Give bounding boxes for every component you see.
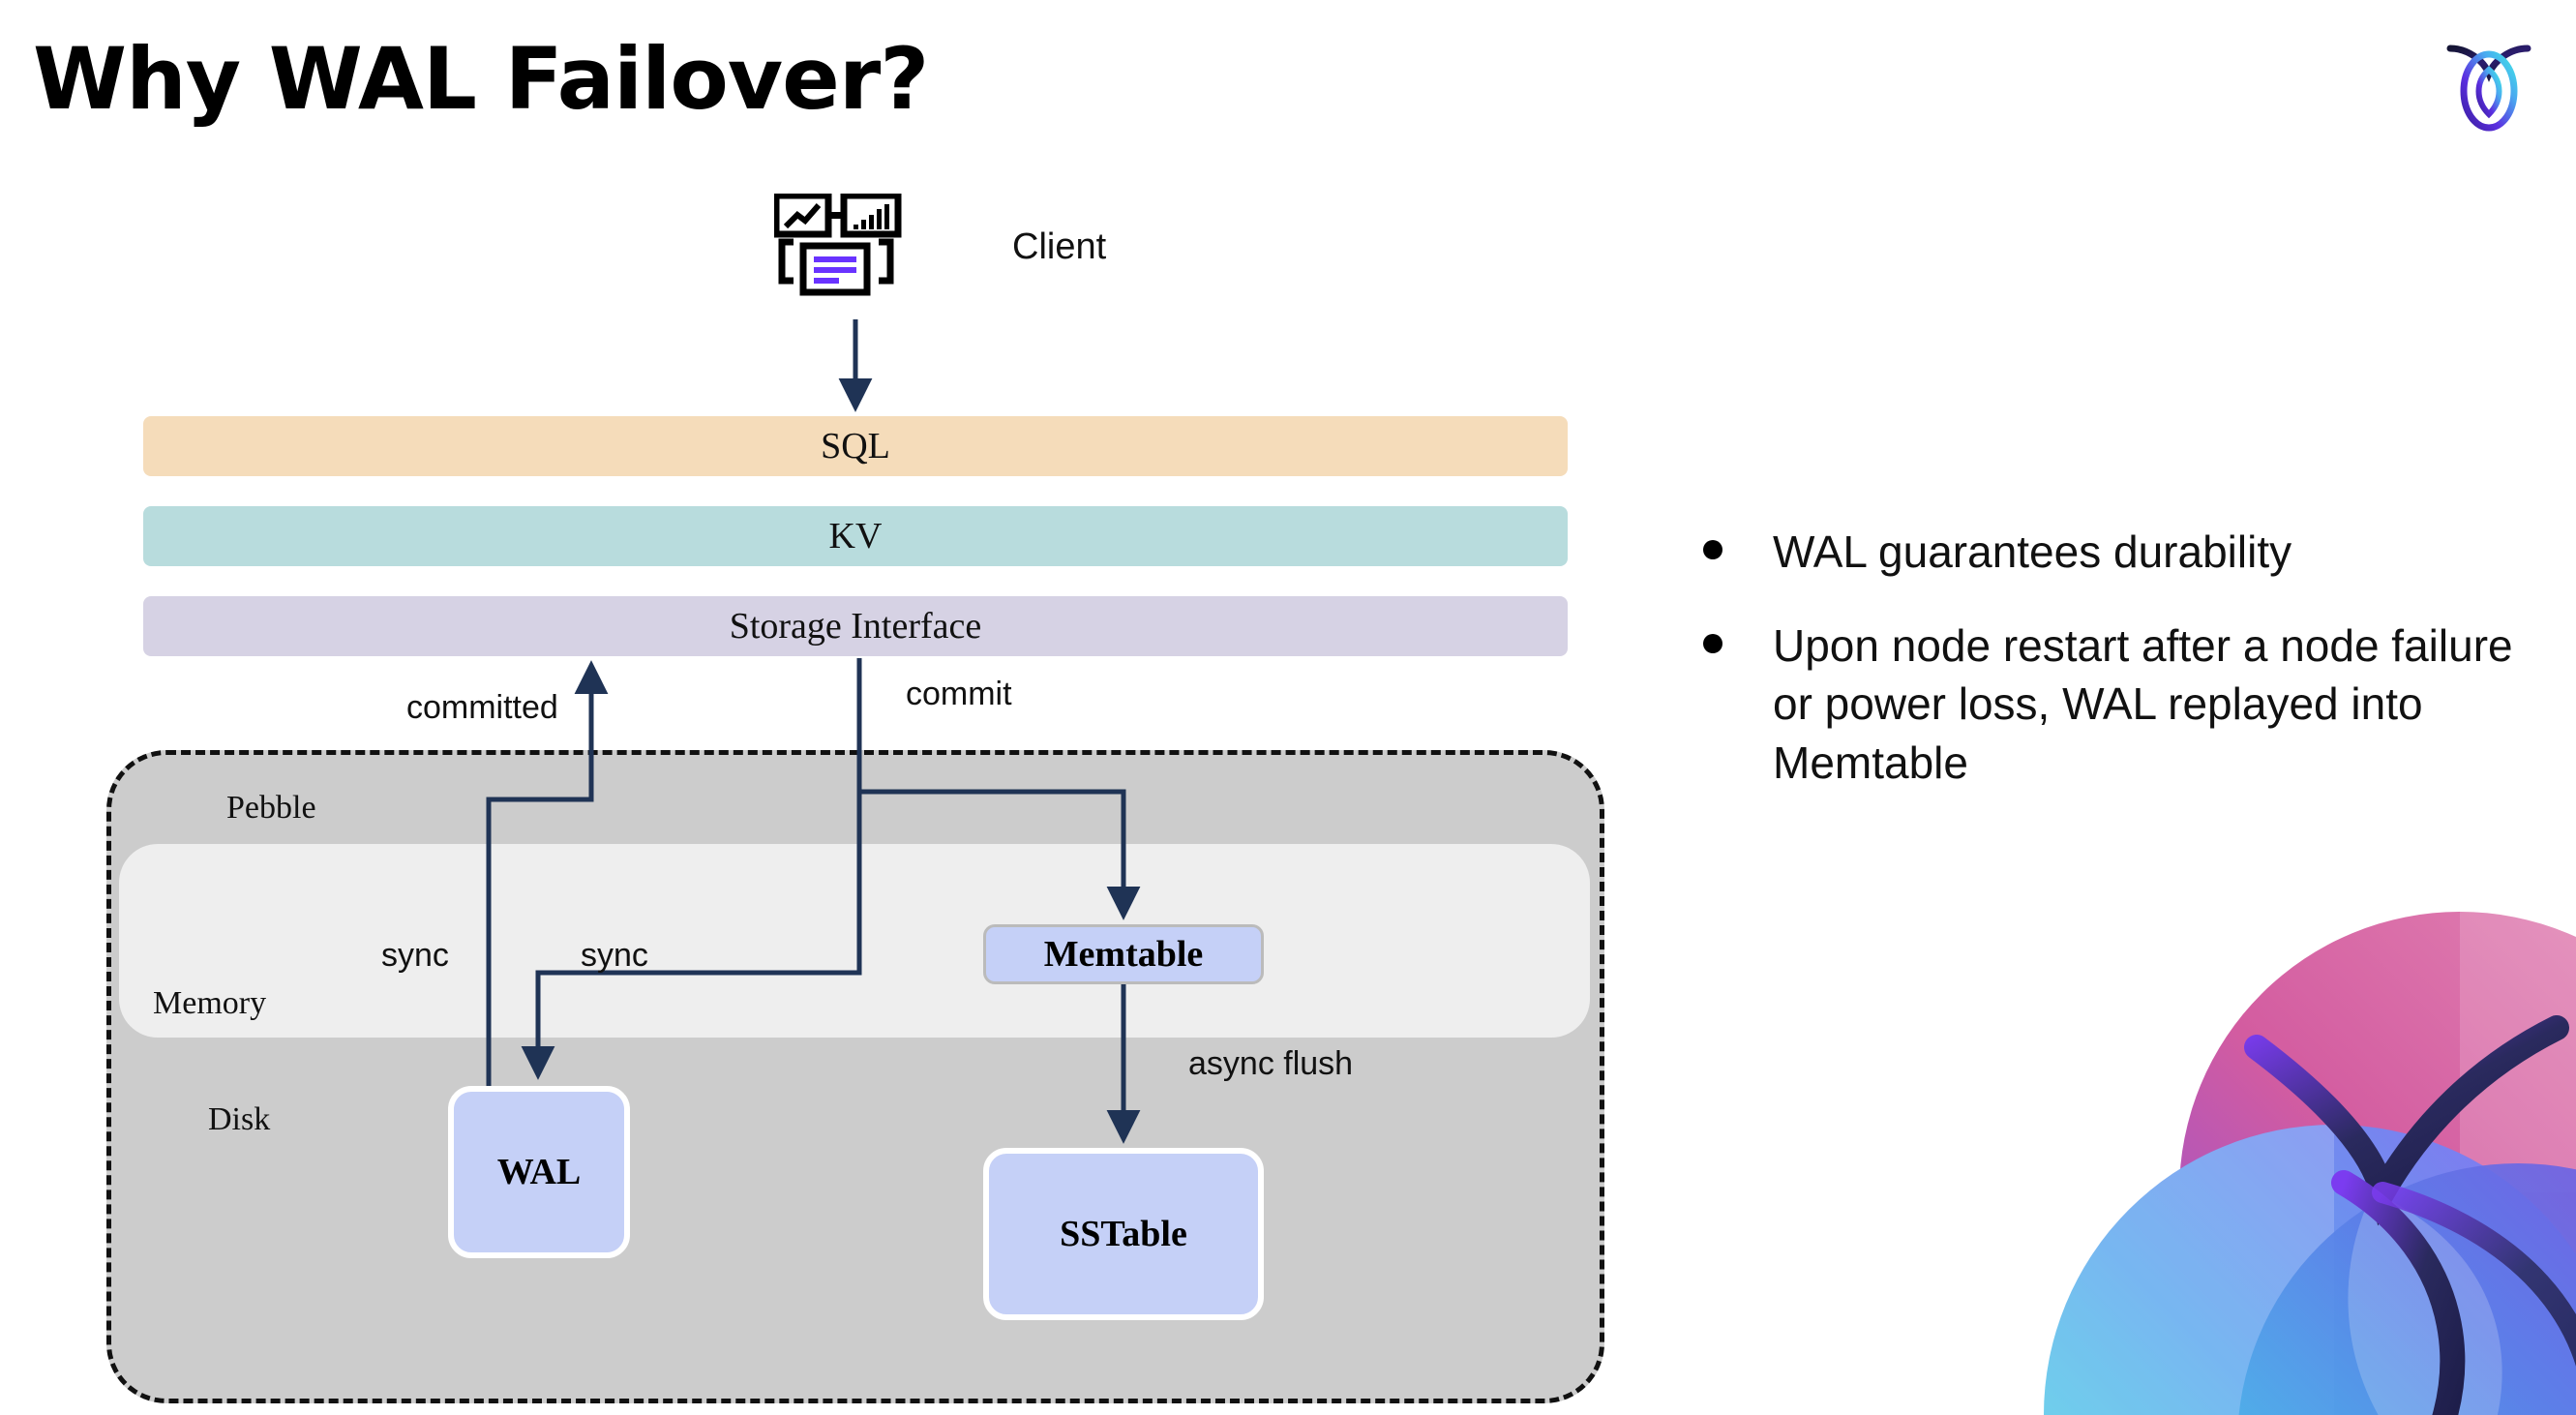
disk-region-label: Disk xyxy=(208,1101,271,1137)
list-item: WAL guarantees durability xyxy=(1703,523,2516,582)
architecture-diagram: Client Pebble Memory Disk SQL KV Storage… xyxy=(106,192,1604,1403)
cockroachdb-logo-icon xyxy=(2442,27,2535,135)
bullet-text: WAL guarantees durability xyxy=(1773,527,2292,577)
client-label: Client xyxy=(1012,226,1107,267)
layer-bar-kv: KV xyxy=(143,506,1568,566)
bullet-text: Upon node restart after a node failure o… xyxy=(1773,619,2513,789)
page-title: Why WAL Failover? xyxy=(33,29,929,129)
bullet-list: WAL guarantees durability Upon node rest… xyxy=(1703,523,2516,828)
layer-bar-storage-interface: Storage Interface xyxy=(143,596,1568,656)
decorative-logo-artwork xyxy=(1918,902,2576,1415)
edge-label-async-flush: async flush xyxy=(1188,1045,1354,1082)
bullet-dot-icon xyxy=(1703,633,1722,653)
layer-bar-sql: SQL xyxy=(143,416,1568,476)
client-monitor-icon xyxy=(772,192,929,319)
edge-label-sync-right: sync xyxy=(581,937,648,974)
node-memtable: Memtable xyxy=(983,924,1264,984)
bullet-dot-icon xyxy=(1703,540,1722,559)
list-item: Upon node restart after a node failure o… xyxy=(1703,617,2516,793)
memory-region-label: Memory xyxy=(153,985,267,1021)
edge-label-committed: committed xyxy=(406,689,558,726)
memory-region xyxy=(119,844,1590,1038)
node-sstable: SSTable xyxy=(983,1148,1264,1320)
edge-label-sync-left: sync xyxy=(381,937,449,974)
pebble-region-label: Pebble xyxy=(226,790,316,826)
node-wal: WAL xyxy=(448,1086,630,1258)
edge-label-commit: commit xyxy=(906,676,1012,712)
